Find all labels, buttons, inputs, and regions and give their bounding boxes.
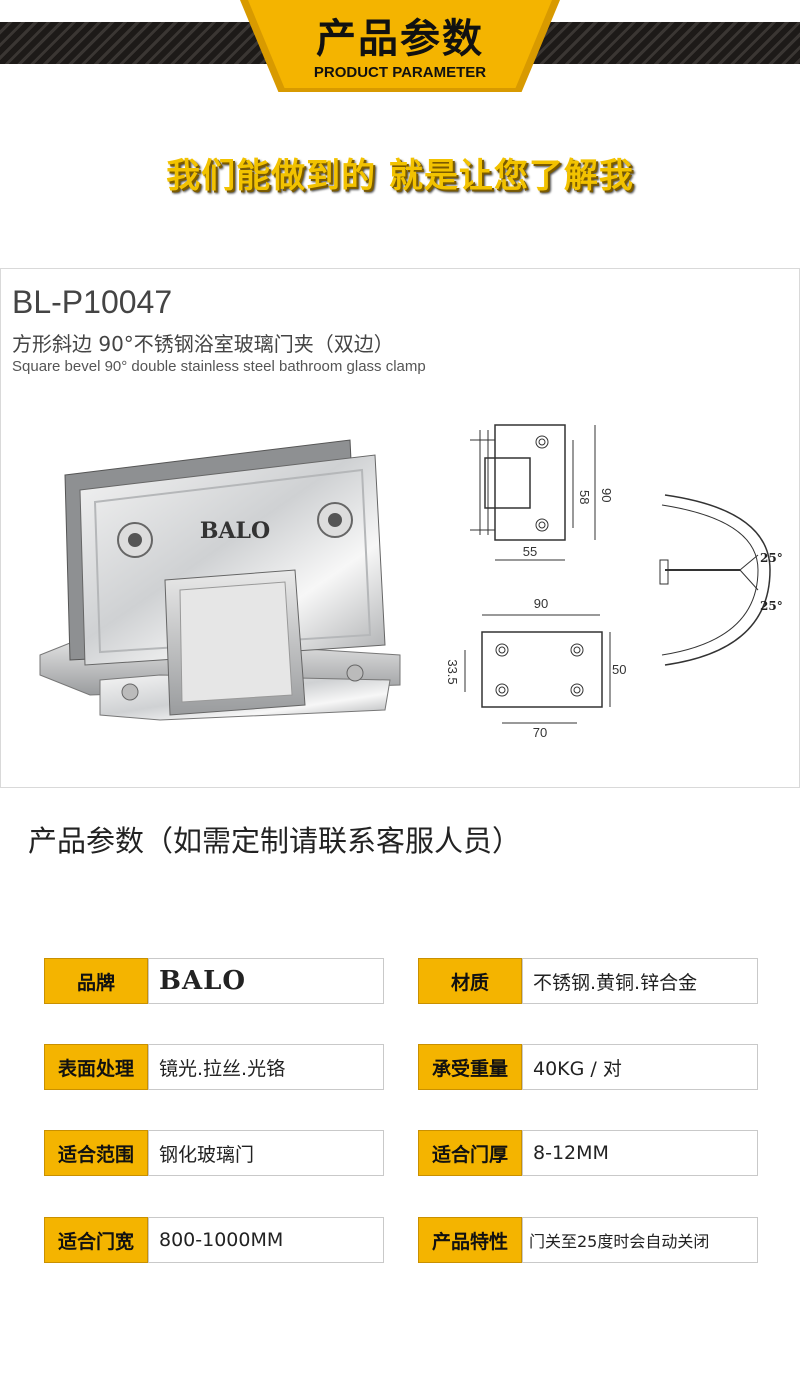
param-value: 800-1000MM — [148, 1217, 384, 1263]
param-label: 表面处理 — [44, 1044, 148, 1090]
banner-subtitle: PRODUCT PARAMETER — [313, 64, 487, 81]
param-label: 承受重量 — [418, 1044, 522, 1090]
dim-side-width: 55 — [523, 544, 537, 559]
product-name-en: Square bevel 90° double stainless steel … — [12, 358, 426, 375]
param-value: 40KG / 对 — [522, 1044, 758, 1090]
param-label: 适合门厚 — [418, 1130, 522, 1176]
param-label: 材质 — [418, 958, 522, 1004]
param-value: 门关至25度时会自动关闭 — [522, 1217, 758, 1263]
param-value: 钢化玻璃门 — [148, 1130, 384, 1176]
param-value-brand-logo: BALO — [148, 958, 384, 1004]
product-model: BL-P10047 — [12, 284, 173, 320]
photo-brand-mark: BALO — [200, 518, 270, 544]
banner-tab — [248, 0, 552, 88]
slogan: 我们能做到的 就是让您了解我 — [166, 156, 634, 196]
param-value: 不锈钢.黄铜.锌合金 — [522, 958, 758, 1004]
product-photo: BALO — [39, 439, 401, 721]
product-name-cn: 方形斜边 90°不锈钢浴室玻璃门夹（双边） — [12, 332, 394, 356]
dim-side-height: 90 — [599, 488, 614, 502]
param-label: 适合门宽 — [44, 1217, 148, 1263]
dim-plate-hole-width: 70 — [533, 725, 547, 740]
dim-plate-hole-height: 33.5 — [445, 659, 460, 684]
param-label: 产品特性 — [418, 1217, 522, 1263]
banner-title: 产品参数 — [316, 16, 484, 62]
params-title: 产品参数（如需定制请联系客服人员） — [28, 824, 522, 858]
param-value: 8-12MM — [522, 1130, 758, 1176]
dim-angle-bottom: 25° — [760, 599, 783, 613]
dim-plate-width: 90 — [534, 596, 548, 611]
header-banner: 产品参数 PRODUCT PARAMETER — [0, 0, 800, 110]
dim-plate-height: 50 — [612, 662, 626, 677]
dim-side-inner-height: 58 — [577, 490, 592, 504]
param-label: 品牌 — [44, 958, 148, 1004]
technical-drawings: 58 90 55 90 33.5 50 70 25° 25° — [445, 424, 783, 740]
param-value: 镜光.拉丝.光铬 — [148, 1044, 384, 1090]
dim-angle-top: 25° — [760, 551, 783, 565]
param-label: 适合范围 — [44, 1130, 148, 1176]
